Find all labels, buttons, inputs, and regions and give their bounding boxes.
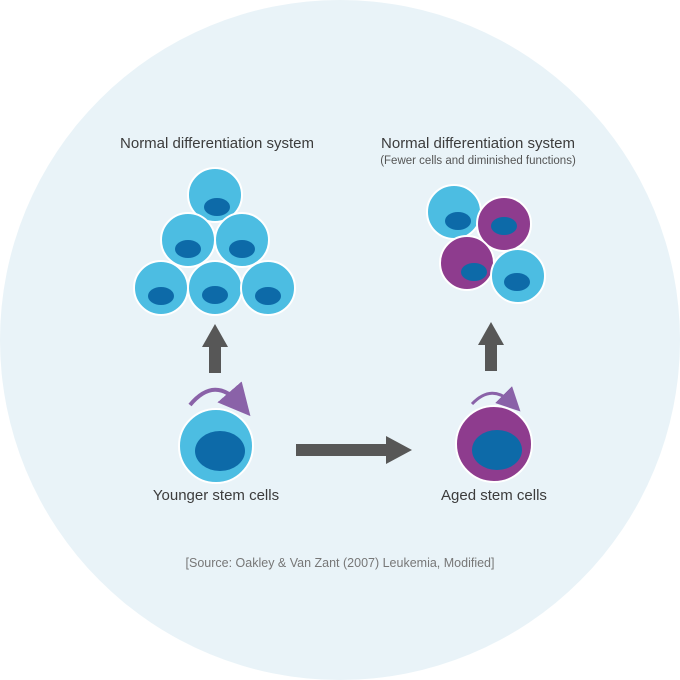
young-cell: [240, 260, 296, 316]
aged-cell: [439, 235, 495, 291]
young-cell: [187, 260, 243, 316]
left-system-title: Normal differentiation system: [120, 135, 314, 152]
young-cell: [187, 167, 243, 223]
left-cell-cluster: [133, 167, 296, 316]
younger-stem-cells-label: Younger stem cells: [152, 487, 280, 504]
aged-stem-cells-label: Aged stem cells: [441, 487, 547, 504]
young-cell: [426, 184, 482, 240]
right-system-title: Normal differentiation system: [381, 135, 575, 152]
younger-stem-cell: [178, 408, 254, 484]
right-cell-cluster: [426, 184, 546, 304]
right-self-renewal-arrow: [470, 386, 521, 412]
left-self-renewal-arrow: [188, 381, 251, 417]
aged-stem-cell: [455, 405, 533, 483]
young-cell: [160, 212, 216, 268]
right-up-arrow: [478, 322, 504, 371]
young-cell: [490, 248, 546, 304]
left-up-arrow: [202, 324, 228, 373]
source-citation: [Source: Oakley & Van Zant (2007) Leukem…: [185, 556, 495, 570]
aged-cell: [476, 196, 532, 252]
young-cell: [133, 260, 189, 316]
aging-arrow: [296, 436, 412, 464]
right-system-subtitle: (Fewer cells and diminished functions): [380, 155, 576, 167]
young-cell: [214, 212, 270, 268]
